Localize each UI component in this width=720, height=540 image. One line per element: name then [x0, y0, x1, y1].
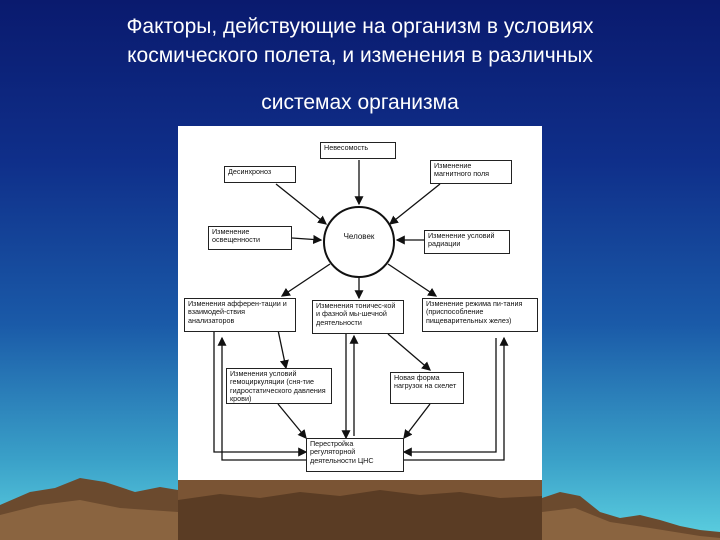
center-chelovek: Человек	[323, 206, 395, 278]
arrow-nagruzka-cns	[403, 403, 431, 440]
arrow-to-pitanie	[387, 263, 438, 297]
loop-right-out	[402, 338, 497, 457]
slide-title-line2: космического полета, и изменения в разли…	[127, 44, 593, 67]
box-afferentaciya: Изменения афферен-тации и взаимодей-стви…	[184, 298, 296, 332]
box-tonicheskaya: Изменения тоничес-кой и фазной мы-шечной…	[312, 300, 404, 334]
arrow-tonicheskaya-nagruzka	[387, 333, 431, 371]
box-nevesomost: Невесомость	[320, 142, 396, 159]
box-desinhronoz: Десинхроноз	[224, 166, 296, 183]
box-cns: Перестройка регуляторной деятельности ЦН…	[306, 438, 404, 472]
box-gemocirkulyaciya: Изменения условий гемоциркуляции (сня-ти…	[226, 368, 332, 404]
arrow-gemo-cns	[277, 403, 307, 440]
box-magnit: Изменение магнитного поля	[430, 160, 512, 184]
loop-left-out	[213, 332, 308, 457]
box-nagruzka: Новая форма нагрузок на скелет	[390, 372, 464, 404]
arrow-desinhronoz	[275, 183, 328, 225]
arrow-to-afferentaciya	[280, 263, 331, 297]
slide-title-line1: Факторы, действующие на организм в услов…	[126, 15, 594, 38]
center-label: Человек	[343, 232, 375, 241]
arrow-osveshchennost	[291, 234, 323, 245]
diagram-connectors	[213, 160, 509, 461]
factors-diagram: Невесомость Десинхроноз Изменение магнит…	[178, 126, 542, 480]
box-radiaciya: Изменение условий радиации	[424, 230, 510, 254]
slide-title-line3: системах организма	[261, 91, 459, 114]
arrow-afferentaciya-gemo	[277, 329, 289, 370]
box-osveshchennost: Изменение освещенности	[208, 226, 292, 250]
loop-left-in	[217, 336, 306, 461]
arrow-magnit	[388, 183, 441, 225]
box-pitanie: Изменение режима пи-тания (приспособлени…	[422, 298, 538, 332]
loop-right-in	[404, 336, 509, 461]
